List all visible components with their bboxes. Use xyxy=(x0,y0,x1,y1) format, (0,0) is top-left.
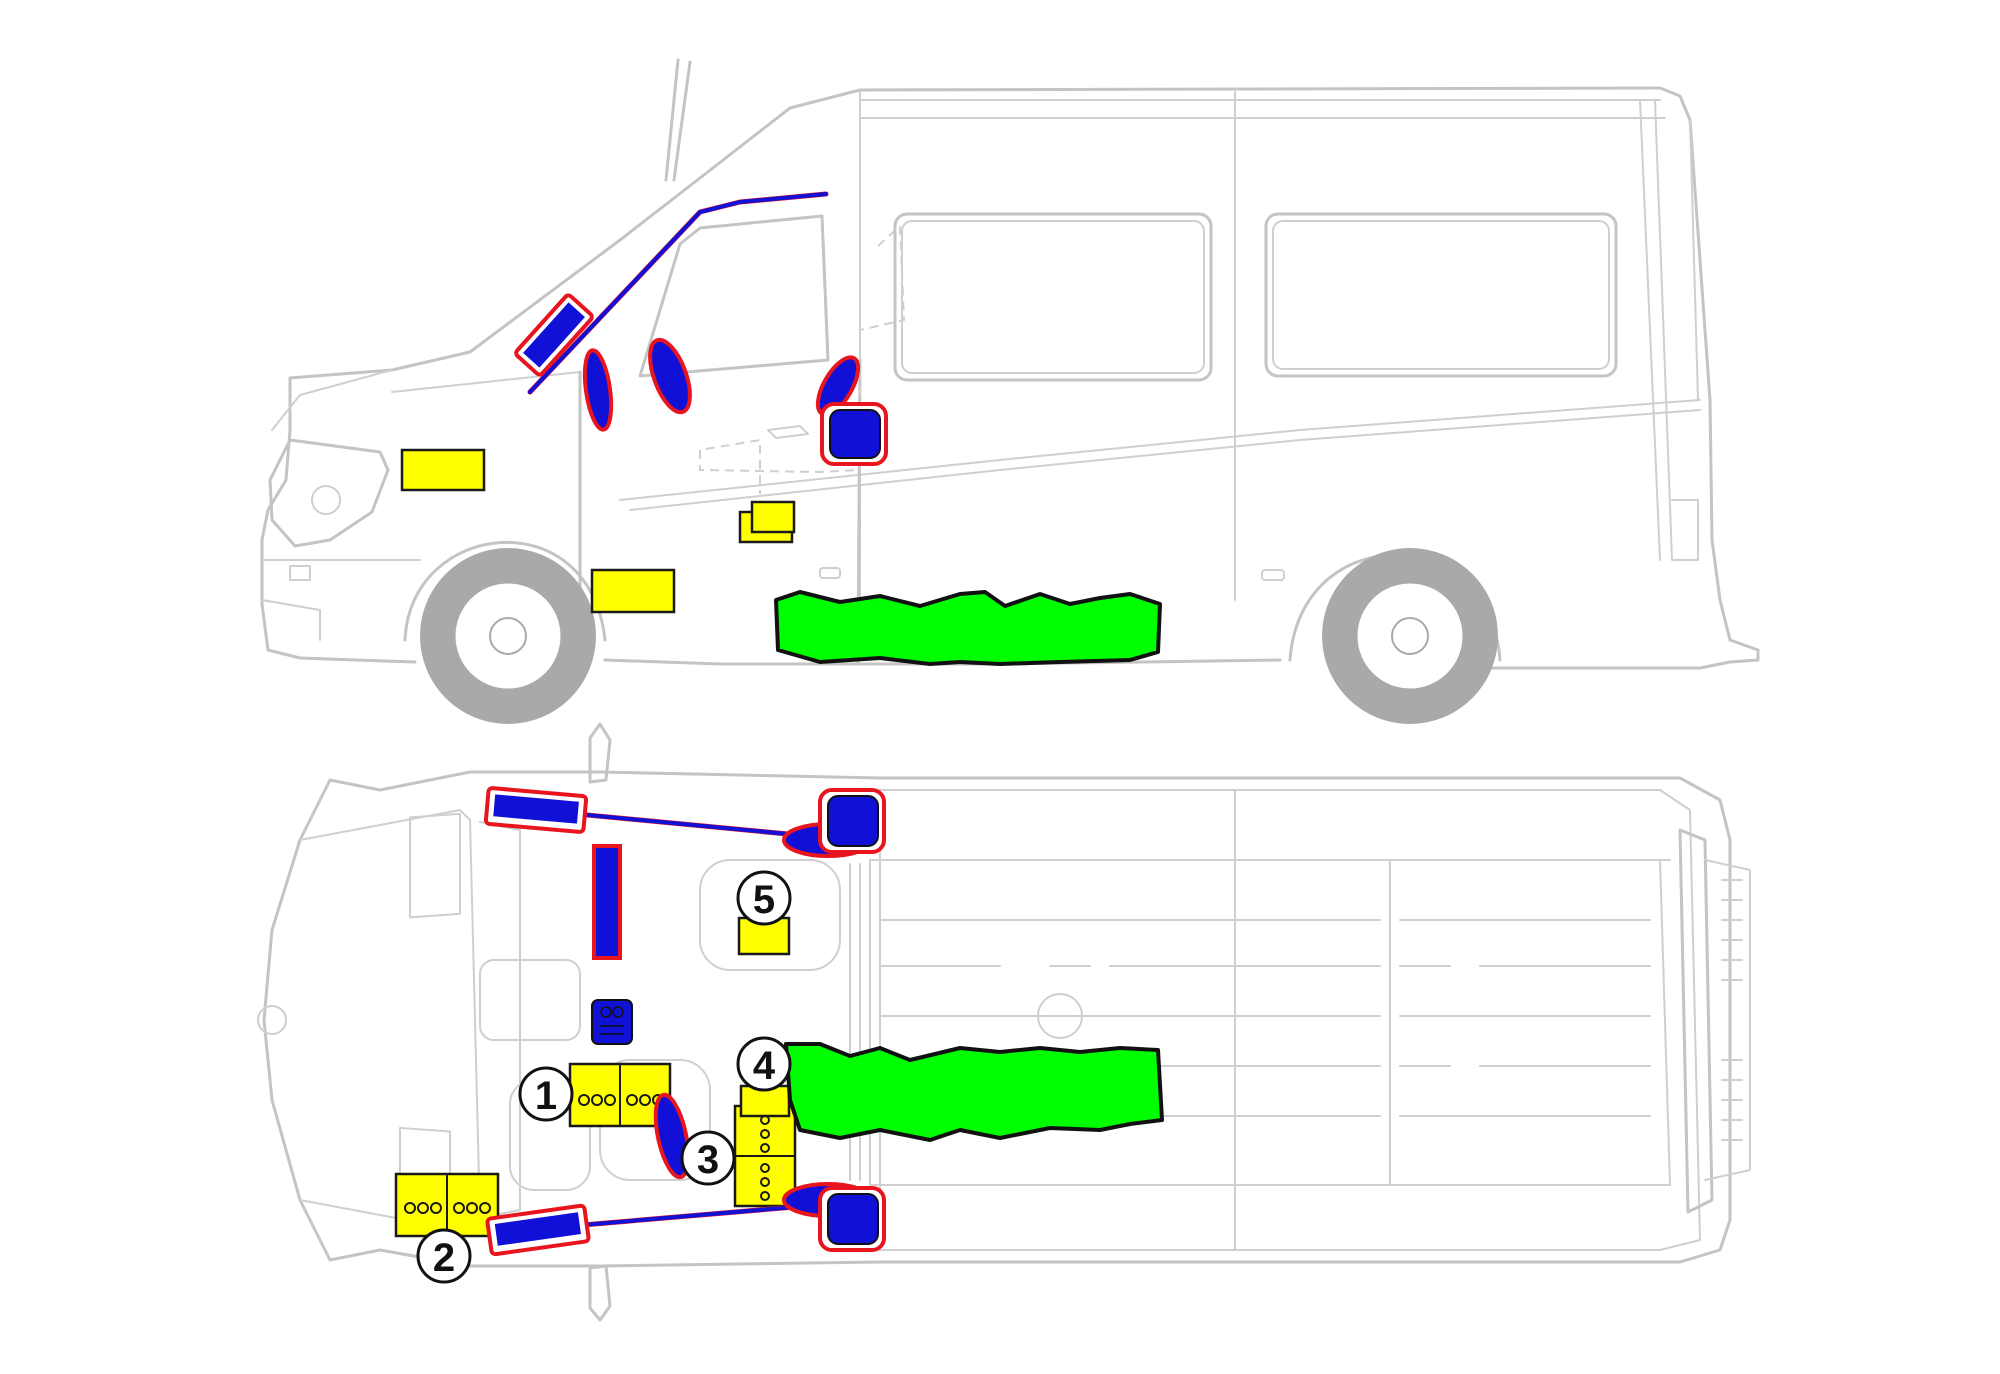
side-marker xyxy=(819,567,841,579)
fuel-tank-icon xyxy=(784,1042,1164,1142)
beltline xyxy=(619,399,1701,511)
side-window-rear-inner xyxy=(1272,220,1610,370)
fog-light xyxy=(289,565,311,581)
driver-window xyxy=(638,214,830,378)
top-view: 1 2 3 4 5 xyxy=(257,722,1751,1322)
side-window-middle-inner xyxy=(901,220,1205,374)
gas-generator-icon xyxy=(483,786,589,834)
rear-wheel xyxy=(1322,548,1498,724)
gas-generator-icon xyxy=(514,293,594,377)
cargo-edge-top xyxy=(869,859,1671,1186)
battery-icon xyxy=(590,568,676,614)
rear-step xyxy=(1704,859,1751,1181)
callout-2: 2 xyxy=(416,1228,472,1284)
callout-label: 3 xyxy=(697,1138,719,1182)
battery-icon xyxy=(400,448,486,492)
mirror-right xyxy=(588,1264,612,1322)
side-view xyxy=(260,58,1760,724)
b-pillar xyxy=(859,91,1236,601)
callout-label: 1 xyxy=(535,1074,557,1118)
airbag-icon xyxy=(653,1092,691,1180)
callout-3: 3 xyxy=(680,1130,736,1186)
front-wheel-arch xyxy=(403,541,607,642)
center-console xyxy=(479,959,581,1041)
rear-pillar xyxy=(1639,99,1673,561)
mirror-left xyxy=(588,722,612,784)
hood-top xyxy=(299,809,481,1231)
front-vent xyxy=(399,812,461,1223)
headlight-lens xyxy=(311,485,341,515)
brand-emblem xyxy=(257,1005,287,1035)
curtain-airbag-icon xyxy=(528,192,828,394)
airbag-icon xyxy=(582,348,614,432)
van-top-outline xyxy=(262,770,1732,1268)
side-window-middle xyxy=(893,212,1213,382)
door-handle xyxy=(767,425,809,439)
battery-icon xyxy=(738,500,796,544)
airbag-icon xyxy=(592,844,622,960)
top-divider xyxy=(869,789,1671,1251)
front-bumper xyxy=(261,559,421,641)
callout-label: 4 xyxy=(753,1044,776,1088)
sliding-door-handle xyxy=(1261,569,1285,581)
airbag-control-unit-icon xyxy=(818,788,886,854)
airbag-icon xyxy=(648,337,692,415)
front-wheel xyxy=(420,548,596,724)
fuel-tank-icon xyxy=(774,590,1162,666)
gas-generator-icon xyxy=(485,1203,591,1257)
rear-door xyxy=(1678,828,1714,1214)
hood-line xyxy=(271,369,581,431)
tail-lamp xyxy=(1671,499,1699,561)
airbag-control-unit-icon xyxy=(820,402,888,466)
side-window-rear xyxy=(1264,212,1618,378)
callout-5: 5 xyxy=(736,870,792,926)
battery-icon xyxy=(394,1172,500,1238)
rear-grille xyxy=(1721,879,1743,1141)
passenger-seat xyxy=(699,859,841,971)
callout-1: 1 xyxy=(518,1066,574,1122)
airbag-control-unit-icon xyxy=(591,999,633,1045)
callout-4: 4 xyxy=(736,1036,792,1092)
airbag-control-unit-icon xyxy=(818,1186,886,1252)
roof-line xyxy=(859,99,1699,401)
battery-icon xyxy=(568,1062,672,1128)
headlight xyxy=(268,438,390,548)
roof-panel xyxy=(879,789,1701,1251)
windshield-top xyxy=(479,821,521,1219)
cargo-floor-ribs xyxy=(879,919,1651,1117)
battery-icon xyxy=(733,1104,797,1208)
callout-label: 2 xyxy=(433,1236,455,1280)
antenna xyxy=(664,58,692,182)
callout-label: 5 xyxy=(753,878,775,922)
